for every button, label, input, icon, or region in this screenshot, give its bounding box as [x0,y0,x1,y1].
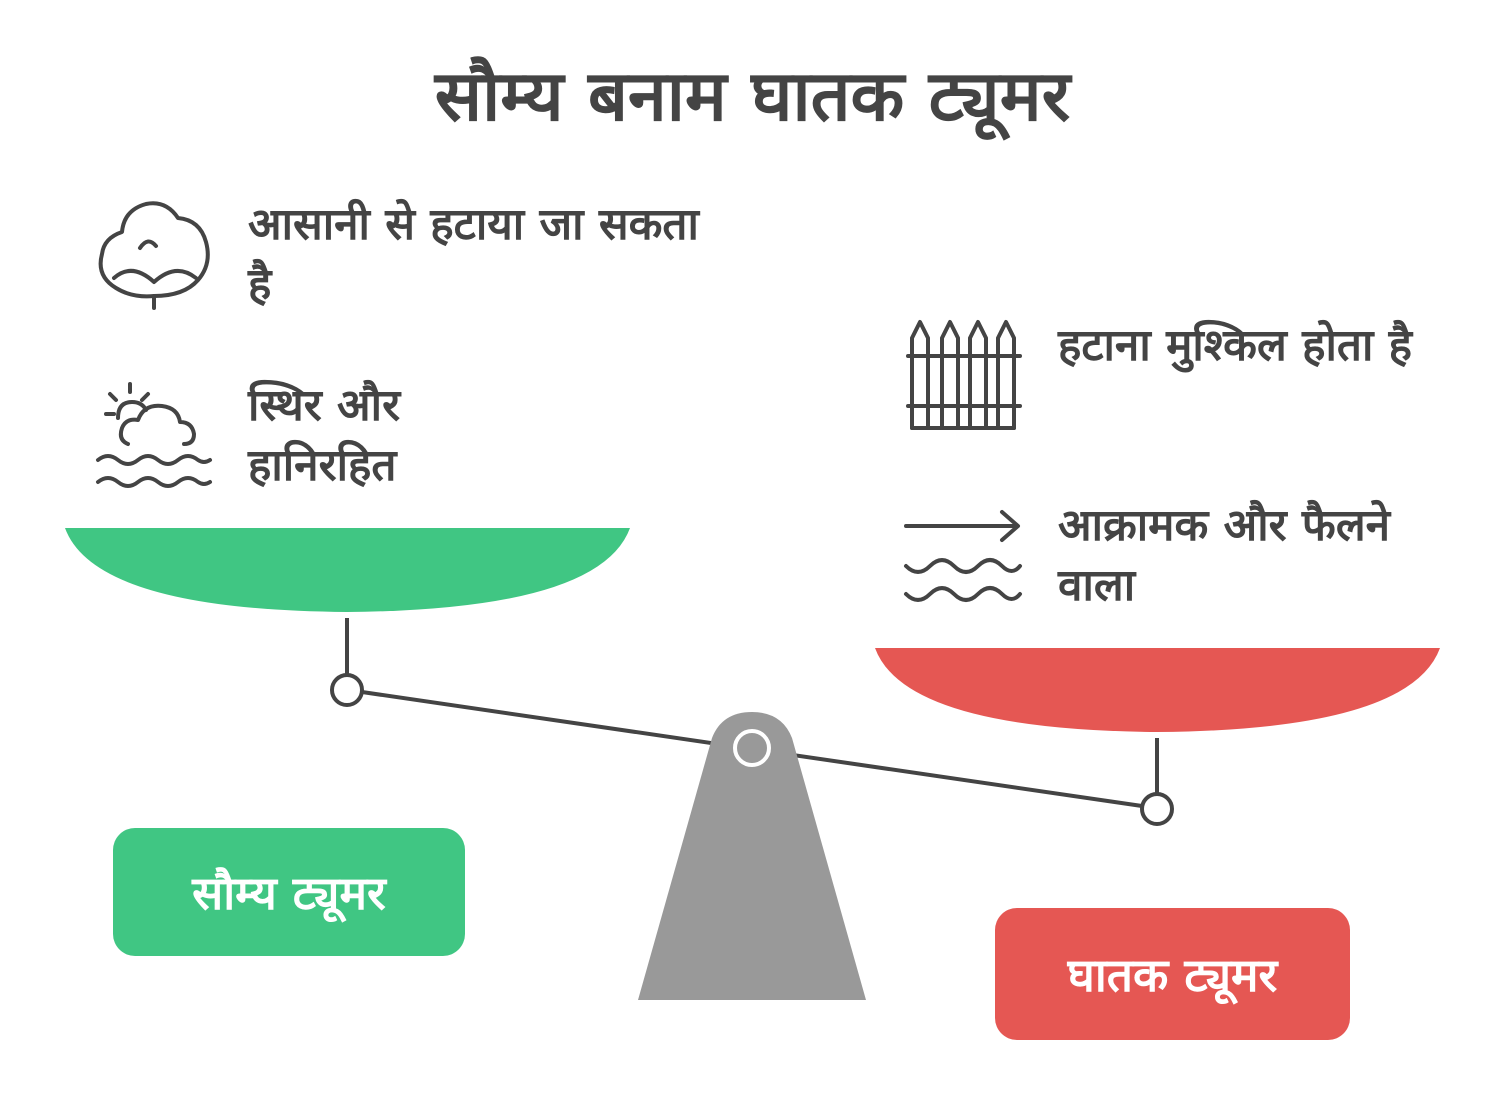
malignant-feature-1: हटाना मुश्किल होता है [1058,320,1413,371]
benign-feature-2: स्थिर और हानिरहित [248,380,401,491]
malignant-feature-2: आक्रामक और फैलने वाला [1058,500,1391,611]
arrow-waves-icon [904,510,1022,602]
malignant-label: घातक ट्यूमर [995,908,1350,1040]
cloud-tree-icon [98,201,210,310]
malignant-joint [1140,792,1174,826]
page-title: सौम्य बनाम घातक ट्यूमर [434,55,1071,137]
benign-joint [330,673,364,707]
scale-fulcrum [638,712,866,1000]
malignant-pan [875,648,1440,732]
benign-feature-1: आसानी से हटाया जा सकता है [248,199,699,310]
benign-pan [65,528,630,612]
sun-cloud-waves-icon [96,382,212,488]
fence-icon [906,320,1022,430]
benign-label: सौम्य ट्यूमर [113,828,465,956]
fulcrum-pivot [733,729,771,767]
